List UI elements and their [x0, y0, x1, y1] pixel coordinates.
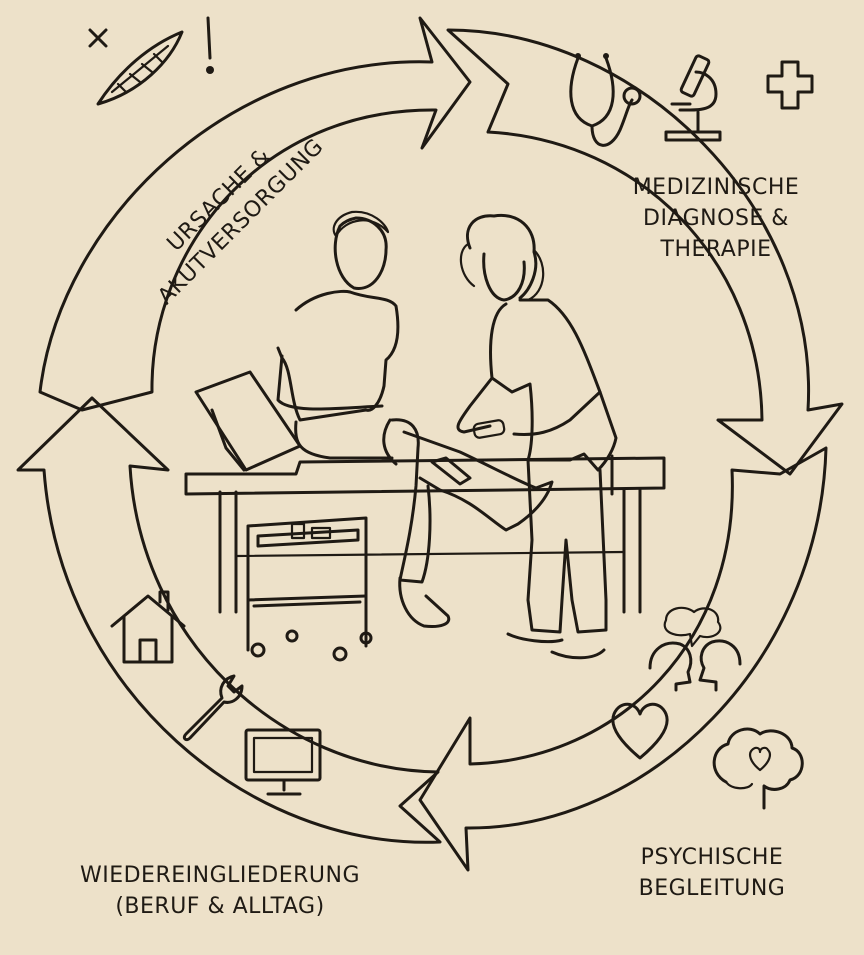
microscope-icon — [664, 54, 722, 142]
nurse-figure — [456, 213, 618, 660]
stage-label-diagnosis-line2: DIAGNOSE & — [643, 206, 789, 231]
patient-figure — [276, 210, 554, 628]
instrument-trolley — [246, 516, 373, 662]
house-icon — [110, 590, 186, 664]
stage-label-psych: PSYCHISCHE BEGLEITUNG — [622, 842, 802, 904]
cross-icon — [88, 28, 108, 48]
stage-label-psych-line2: BEGLEITUNG — [638, 876, 786, 901]
exclamation-icon — [206, 16, 214, 74]
stage-label-reintegration: WIEDEREINGLIEDERUNG (BERUF & ALLTAG) — [60, 860, 380, 922]
cycle-arrow-bottom-left — [16, 396, 442, 844]
brain-heart-icon — [712, 727, 804, 810]
stage-label-diagnosis: MEDIZINISCHE DIAGNOSE & THERAPIE — [616, 172, 816, 265]
stage-label-diagnosis-line1: MEDIZINISCHE — [632, 175, 800, 200]
stage-label-diagnosis-line3: THERAPIE — [660, 237, 772, 262]
central-illustration — [184, 210, 666, 662]
stethoscope-icon — [569, 53, 642, 147]
stage-label-reintegration-line2: (BERUF & ALLTAG) — [115, 894, 325, 919]
wrench-icon — [182, 674, 244, 742]
medical-cross-icon — [766, 60, 814, 110]
speech-bubbles-icon — [648, 606, 742, 692]
monitor-icon — [244, 728, 322, 796]
heart-icon — [611, 702, 669, 760]
stage-label-psych-line1: PSYCHISCHE — [640, 845, 784, 870]
cycle-arrow-bottom-right — [418, 446, 828, 872]
wound-icon — [96, 30, 184, 106]
stage-label-reintegration-line1: WIEDEREINGLIEDERUNG — [79, 863, 361, 888]
cycle-arrow-top-left — [38, 16, 472, 412]
cycle-arrow-top-right — [446, 28, 844, 476]
